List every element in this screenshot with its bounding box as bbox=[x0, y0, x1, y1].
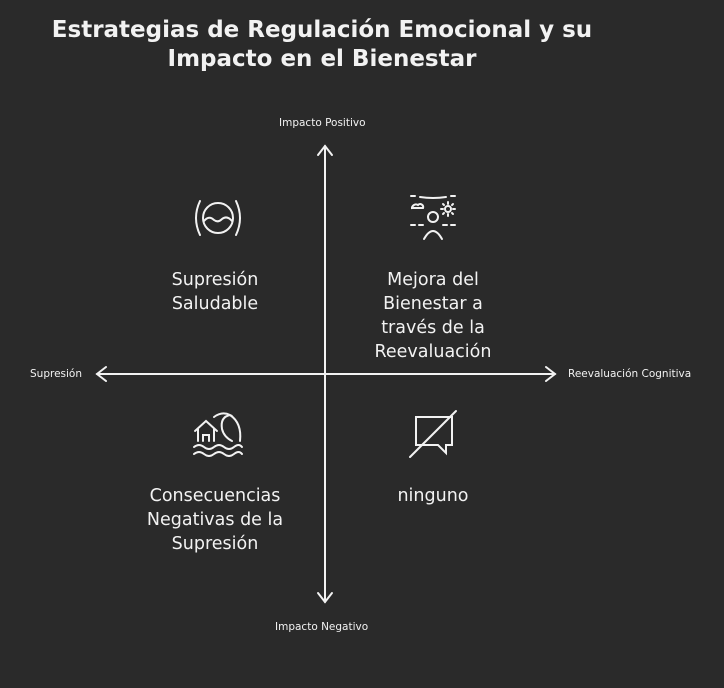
quadrant-top-right-label: Mejora del Bienestar a través de la Reev… bbox=[333, 268, 533, 364]
axis-label-bottom: Impacto Negativo bbox=[275, 621, 369, 633]
label-line: Negativas de la bbox=[146, 510, 284, 530]
title-line-2: Impacto en el Bienestar bbox=[167, 46, 477, 72]
label-line: ninguno bbox=[397, 486, 469, 506]
message-off-icon bbox=[409, 410, 457, 458]
axis-label-right: Reevaluación Cognitiva bbox=[568, 368, 692, 380]
arrow-up-icon bbox=[317, 144, 333, 156]
quadrant-bottom-right-label: ninguno bbox=[333, 484, 533, 508]
label-line: Supresión bbox=[171, 270, 259, 290]
house-flood-wave-icon bbox=[193, 412, 243, 457]
arrow-right-icon bbox=[545, 366, 557, 382]
label-line: Reevaluación bbox=[374, 342, 492, 362]
title-line-1: Estrategias de Regulación Emocional y su bbox=[51, 17, 593, 43]
label-line: Consecuencias bbox=[149, 486, 281, 506]
face-wave-icon bbox=[195, 200, 241, 236]
axis-label-left: Supresión bbox=[30, 368, 82, 380]
quadrant-top-left-label: Supresión Saludable bbox=[115, 268, 315, 316]
label-line: Supresión bbox=[171, 534, 259, 554]
quadrant-bottom-left-label: Consecuencias Negativas de la Supresión bbox=[115, 484, 315, 556]
arrow-down-icon bbox=[317, 592, 333, 604]
arrow-left-icon bbox=[95, 366, 107, 382]
label-line: Bienestar a bbox=[383, 294, 483, 314]
axis-label-top: Impacto Positivo bbox=[279, 117, 366, 129]
label-line: Mejora del bbox=[387, 270, 479, 290]
label-line: través de la bbox=[381, 318, 485, 338]
diagram-title: Estrategias de Regulación Emocional y su… bbox=[0, 16, 644, 74]
label-line: Saludable bbox=[171, 294, 259, 314]
person-weather-icon bbox=[410, 195, 456, 240]
